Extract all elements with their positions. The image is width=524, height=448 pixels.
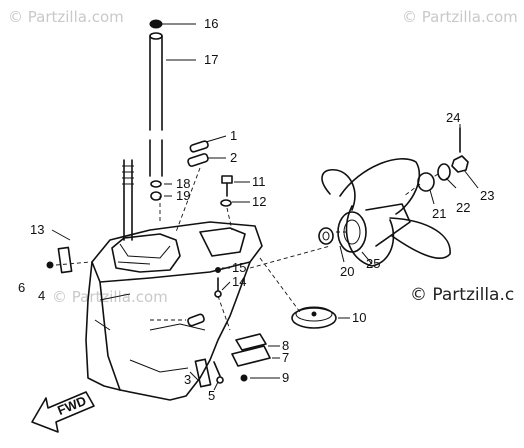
callout-4: 4 <box>38 288 45 303</box>
watermark-left-mid: © Partzilla.com <box>52 288 168 306</box>
callout-6: 6 <box>18 280 25 295</box>
watermark-right-mid: © Partzilla.c <box>410 285 514 305</box>
callout-23: 23 <box>480 188 494 203</box>
callout-16: 16 <box>204 16 218 31</box>
callout-3: 3 <box>184 372 191 387</box>
callout-20: 20 <box>340 264 354 279</box>
trim-tab-7 <box>231 345 271 367</box>
callout-15: 15 <box>232 260 246 275</box>
washer-15 <box>215 267 221 273</box>
bolt-11 <box>221 175 233 197</box>
callout-11: 11 <box>252 174 266 189</box>
fwd-arrow: FWD <box>31 391 95 433</box>
callout-13: 13 <box>30 222 44 237</box>
bolt-5 <box>213 361 224 384</box>
prop-nut <box>451 155 469 173</box>
grease-nipple <box>187 313 205 327</box>
dowel-pin-1 <box>189 140 209 153</box>
bolt-9 <box>240 374 248 382</box>
trim-tab-8 <box>235 333 267 351</box>
callout-5: 5 <box>208 388 215 403</box>
gear-case <box>85 221 263 401</box>
spacer <box>417 172 435 192</box>
callout-labels: 16 17 1 2 18 19 11 12 13 6 4 15 14 10 20… <box>18 16 494 403</box>
leader-lines <box>51 23 479 391</box>
washer <box>437 163 451 181</box>
callout-25: 25 <box>366 256 380 271</box>
callout-7: 7 <box>282 350 289 365</box>
thrust-washer <box>318 227 334 245</box>
callout-17: 17 <box>204 52 218 67</box>
propeller <box>321 158 451 267</box>
watermark-top-left: © Partzilla.com <box>8 8 124 26</box>
callout-18: 18 <box>176 176 190 191</box>
callout-24: 24 <box>446 110 460 125</box>
callout-2: 2 <box>230 150 237 165</box>
callout-22: 22 <box>456 200 470 215</box>
callout-21: 21 <box>432 206 446 221</box>
callout-9: 9 <box>282 370 289 385</box>
water-inlet-cover <box>194 358 212 388</box>
callout-8: 8 <box>282 338 289 353</box>
callout-14: 14 <box>232 274 246 289</box>
fwd-label: FWD <box>55 393 88 418</box>
dowel-pin-2 <box>187 153 209 167</box>
plug-13 <box>57 246 73 274</box>
gasket-4 <box>46 261 54 269</box>
callout-1: 1 <box>230 128 237 143</box>
shift-rod <box>122 159 134 241</box>
callout-10: 10 <box>352 310 366 325</box>
callout-12: 12 <box>252 194 266 209</box>
drive-shaft <box>149 19 163 201</box>
washer-12 <box>220 199 232 207</box>
bolt-14 <box>214 277 222 298</box>
watermark-top-right: © Partzilla.com <box>402 8 518 26</box>
callout-19: 19 <box>176 188 190 203</box>
anode <box>291 306 337 329</box>
